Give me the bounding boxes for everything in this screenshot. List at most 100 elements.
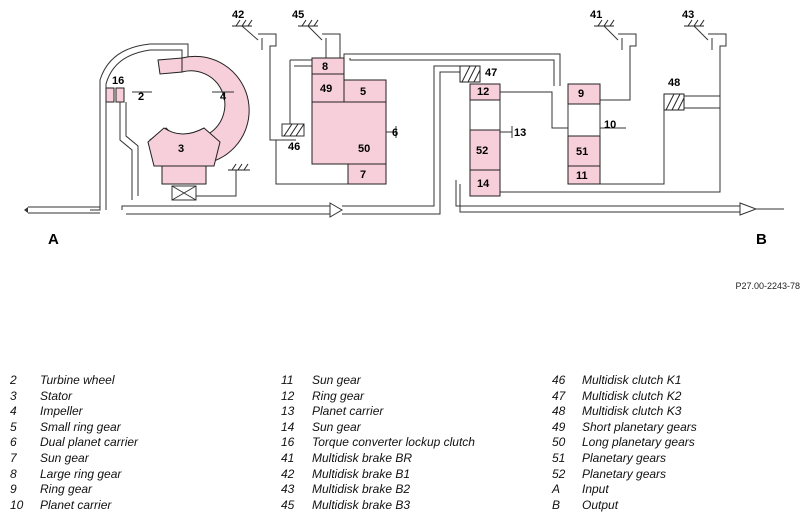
legend-item-number: 11 bbox=[281, 373, 294, 387]
legend-item-text: Long planetary gears bbox=[582, 435, 695, 450]
legend-item-number: 5 bbox=[10, 419, 17, 434]
legend-item-number: 2 bbox=[10, 373, 17, 387]
legend-item: 2 Turbine wheel bbox=[10, 373, 138, 389]
legend-item-number: 16 bbox=[281, 435, 295, 450]
label-input-a: A bbox=[48, 231, 59, 248]
label-48: 48 bbox=[668, 77, 680, 89]
legend-item-number: 42 bbox=[281, 466, 295, 481]
legend-item: 8 Large ring gear bbox=[10, 467, 138, 483]
legend-item-text: Small ring gear bbox=[40, 419, 121, 434]
legend-item-number: B bbox=[552, 497, 561, 512]
legend-item-text: Input bbox=[582, 482, 609, 497]
label-41: 41 bbox=[590, 9, 602, 21]
legend-item-text: Planetary gears bbox=[582, 450, 667, 465]
legend-item: 5 Small ring gear bbox=[10, 420, 138, 436]
label-43: 43 bbox=[682, 9, 694, 21]
legend-item-number: 48 bbox=[552, 404, 566, 419]
legend-item: 16 Torque converter lockup clutch bbox=[281, 435, 475, 451]
label-50: 50 bbox=[358, 143, 370, 155]
torque-converter bbox=[90, 43, 250, 211]
legend-item-number: 49 bbox=[552, 419, 566, 434]
label-14: 14 bbox=[477, 178, 490, 190]
legend-item-text: Turbine wheel bbox=[40, 373, 115, 387]
main-shaft bbox=[28, 206, 100, 214]
legend-item-number: 3 bbox=[10, 388, 17, 403]
label-2: 2 bbox=[138, 91, 144, 103]
legend-item: 3 Stator bbox=[10, 389, 138, 405]
flow-arrow-icon bbox=[329, 202, 343, 218]
label-5: 5 bbox=[360, 86, 366, 98]
legend-item: 42 Multidisk brake B1 bbox=[281, 467, 475, 483]
legend-item-text: Sun gear bbox=[40, 450, 89, 465]
label-8: 8 bbox=[322, 61, 328, 73]
legend-item-text: Torque converter lockup clutch bbox=[312, 435, 475, 450]
label-6: 6 bbox=[392, 127, 398, 139]
legend-item-text: Stator bbox=[40, 388, 73, 403]
legend-item-number: 8 bbox=[10, 466, 17, 481]
legend-item-text: Output bbox=[582, 497, 619, 512]
legend-item-number: 12 bbox=[281, 388, 295, 403]
legend-item-text: Short planetary gears bbox=[582, 419, 697, 434]
legend-item-text: Planetary gears bbox=[582, 466, 667, 481]
legend-item: 9 Ring gear bbox=[10, 482, 138, 498]
brake-b1-42 bbox=[232, 19, 296, 141]
brake-b3-45 bbox=[298, 19, 341, 58]
legend-item-text: Impeller bbox=[40, 404, 83, 419]
stator bbox=[147, 127, 221, 167]
legend-item-text: Multidisk brake B3 bbox=[312, 497, 411, 512]
label-49: 49 bbox=[320, 83, 332, 95]
legend-item-number: 45 bbox=[281, 497, 295, 512]
legend-item-number: 43 bbox=[281, 482, 295, 497]
label-13: 13 bbox=[514, 127, 526, 139]
legend-item-text: Multidisk brake BR bbox=[312, 450, 413, 465]
legend-item-number: A bbox=[552, 482, 561, 497]
legend-item-text: Multidisk clutch K3 bbox=[582, 404, 682, 419]
legend-item-number: 10 bbox=[10, 497, 24, 512]
label-52: 52 bbox=[476, 145, 488, 157]
label-42: 42 bbox=[232, 9, 244, 21]
brake-b2-43 bbox=[470, 19, 727, 193]
legend-item-text: Sun gear bbox=[312, 419, 361, 434]
legend-item: 45 Multidisk brake B3 bbox=[281, 498, 475, 514]
legend-item: B Output bbox=[552, 498, 697, 514]
legend-item-number: 52 bbox=[552, 466, 566, 481]
legend-item: 48 Multidisk clutch K3 bbox=[552, 404, 697, 420]
legend-item-number: 41 bbox=[281, 450, 295, 465]
legend-item-text: Multidisk clutch K2 bbox=[582, 388, 682, 403]
legend-item-text: Ring gear bbox=[40, 482, 93, 497]
document-reference: P27.00-2243-78 bbox=[735, 281, 800, 291]
rear-planetary-sets bbox=[469, 83, 626, 197]
legend-item-number: 9 bbox=[10, 482, 17, 497]
legend-column-1: 2 Turbine wheel 3 Stator 4 Impeller 5 Small rin… bbox=[10, 373, 138, 513]
label-45: 45 bbox=[292, 9, 304, 21]
legend-item-number: 13 bbox=[281, 404, 295, 419]
transmission-schematic: 2 3 4 5 6 7 8 9 10 11 12 13 14 16 41 42 … bbox=[24, 9, 784, 248]
legend-item: 47 Multidisk clutch K2 bbox=[552, 389, 697, 405]
label-51: 51 bbox=[576, 146, 588, 158]
legend-item-text: Planet carrier bbox=[40, 497, 112, 512]
legend-item-number: 4 bbox=[10, 404, 17, 419]
legend-item-number: 47 bbox=[552, 388, 566, 403]
legend-item-text: Multidisk brake B1 bbox=[312, 466, 411, 481]
legend-item-text: Dual planet carrier bbox=[40, 435, 139, 450]
legend-item: 52 Planetary gears bbox=[552, 467, 697, 483]
legend-item: 49 Short planetary gears bbox=[552, 420, 697, 436]
legend-item-number: 6 bbox=[10, 435, 17, 450]
label-10: 10 bbox=[604, 119, 616, 131]
label-47: 47 bbox=[485, 67, 497, 79]
legend-item: 41 Multidisk brake BR bbox=[281, 451, 475, 467]
label-7: 7 bbox=[360, 169, 366, 181]
label-46: 46 bbox=[288, 141, 300, 153]
legend-item-text: Large ring gear bbox=[40, 466, 122, 481]
label-3: 3 bbox=[178, 143, 184, 155]
label-12: 12 bbox=[477, 86, 489, 98]
legend-item-text: Multidisk clutch K1 bbox=[582, 373, 682, 387]
